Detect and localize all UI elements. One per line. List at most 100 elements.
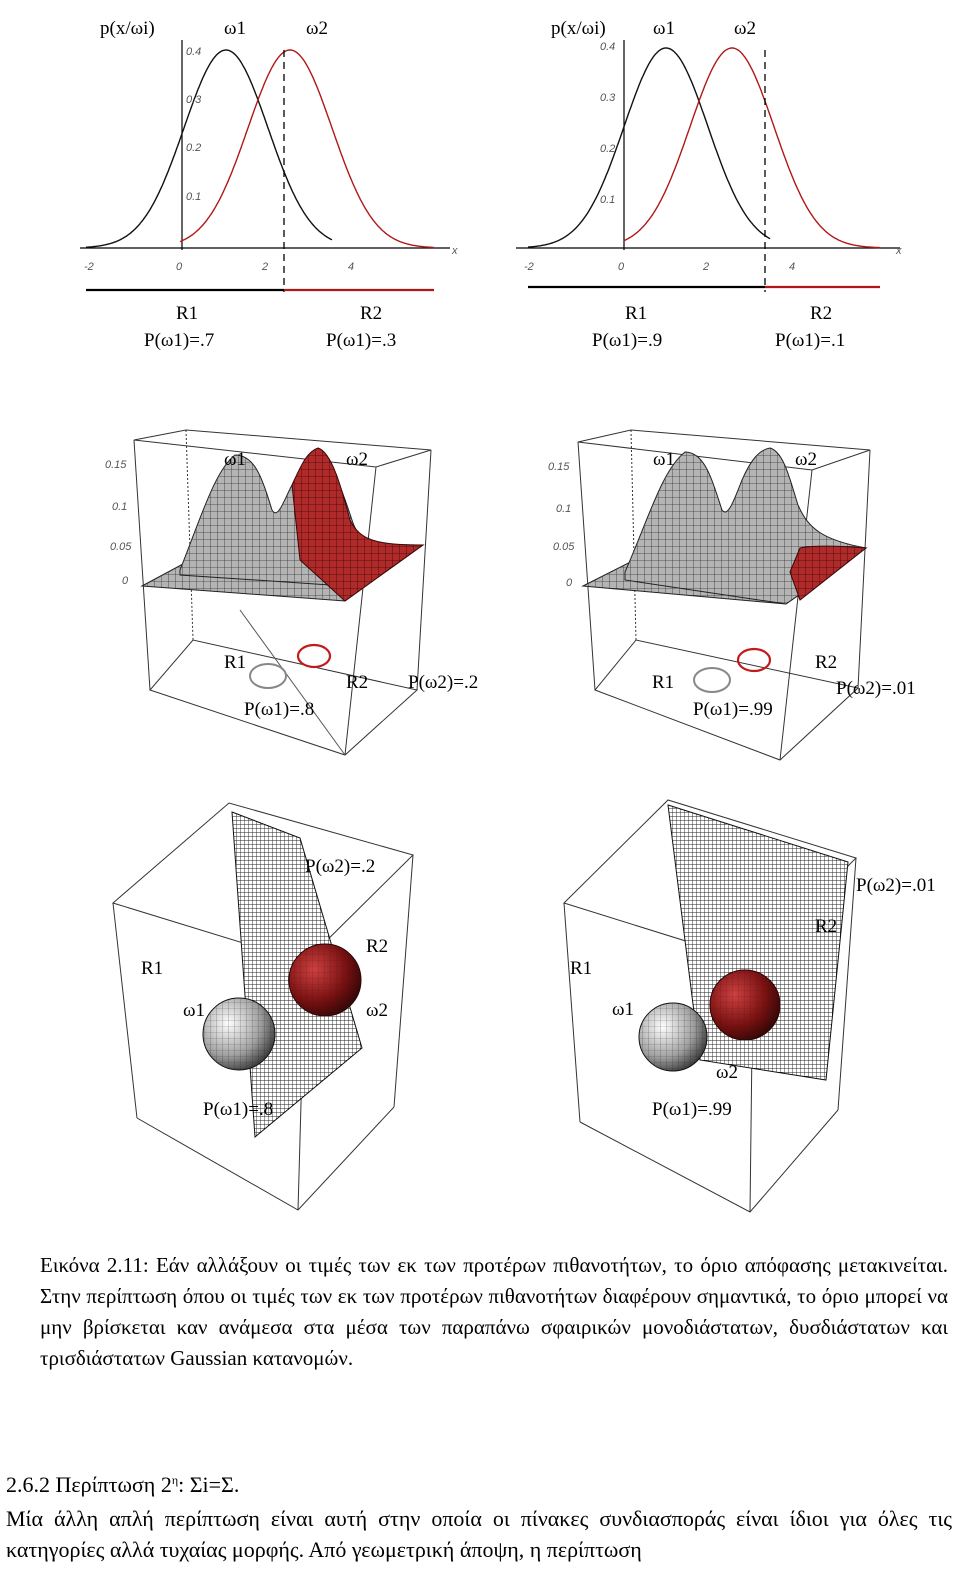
class2-label: ω2 xyxy=(366,1000,389,1021)
x-tick: 0 xyxy=(618,261,625,273)
curve-omega2 xyxy=(623,47,880,249)
y-tick: 0.3 xyxy=(600,92,616,104)
box-bottom-face xyxy=(149,639,419,756)
box-bottom xyxy=(136,1106,395,1211)
box-top-face xyxy=(133,429,432,468)
sphere-omega1-mesh xyxy=(639,1003,707,1071)
x-tick: 2 xyxy=(261,261,268,273)
prior2-label: P(ω1)=.3 xyxy=(326,330,397,351)
class1-label: ω1 xyxy=(183,1000,206,1021)
z-tick: 0.05 xyxy=(110,541,132,553)
section-formula: Σi=Σ. xyxy=(189,1472,240,1497)
section-number: 2.6.2 xyxy=(6,1472,50,1497)
panel-1d-left: 0.4 0.3 0.2 0.1 -2 0 2 4 x xyxy=(80,40,458,292)
contour-omega2 xyxy=(736,647,772,673)
prior1-label: P(ω1)=.99 xyxy=(652,1099,732,1120)
x-axis-letter: x xyxy=(451,245,458,257)
sphere-omega1-mesh xyxy=(203,998,275,1070)
class1-label: ω1 xyxy=(224,18,247,39)
class1-label: ω1 xyxy=(653,18,676,39)
x-tick: -2 xyxy=(84,261,94,273)
region-r2-label: R2 xyxy=(360,303,383,324)
region-r1-label: R1 xyxy=(652,672,675,693)
ylabel-1d-right: p(x/ωi) xyxy=(551,18,606,39)
prior2-label: P(ω2)=.2 xyxy=(408,672,479,693)
y-tick: 0.2 xyxy=(600,143,615,155)
z-tick: 0.1 xyxy=(556,503,571,515)
y-tick: 0.4 xyxy=(600,41,615,53)
contour-omega1 xyxy=(249,663,287,689)
region-r2-label: R2 xyxy=(346,672,369,693)
figure-caption: Εικόνα 2.11: Εάν αλλάξουν οι τιμές των ε… xyxy=(40,1253,948,1370)
box-edge xyxy=(837,857,857,1111)
region-r1-label: R1 xyxy=(176,303,199,324)
z-tick: 0 xyxy=(566,577,573,589)
box-edge xyxy=(857,449,871,689)
class1-label: ω1 xyxy=(653,449,676,470)
panel-3d-left xyxy=(111,802,414,1211)
prior1-label: P(ω1)=.7 xyxy=(144,330,215,351)
prior1-label: P(ω1)=.9 xyxy=(592,330,663,351)
z-tick: 0 xyxy=(122,575,129,587)
prior1-label: P(ω1)=.8 xyxy=(244,699,315,720)
class1-label: ω1 xyxy=(612,999,635,1020)
class2-label: ω2 xyxy=(795,449,818,470)
panel-3d-right xyxy=(563,799,857,1213)
class2-label: ω2 xyxy=(716,1062,739,1083)
curve-omega1 xyxy=(86,49,333,248)
z-tick: 0.15 xyxy=(548,461,570,473)
x-axis-letter: x xyxy=(895,245,902,257)
box-edge-hidden xyxy=(630,429,637,641)
prior2-label: P(ω1)=.1 xyxy=(775,330,846,351)
section-title: Περίπτωση 2 xyxy=(55,1472,172,1497)
curve-omega1 xyxy=(527,47,771,248)
y-tick: 0.4 xyxy=(186,46,201,58)
class2-label: ω2 xyxy=(734,18,757,39)
figure-2-11: 0.4 0.3 0.2 0.1 -2 0 2 4 x 0.4 0.3 0.2 0… xyxy=(80,40,902,1213)
surface-omega2-peak xyxy=(291,447,425,602)
prior1-label: P(ω1)=.8 xyxy=(203,1099,274,1120)
region-r1-label: R1 xyxy=(625,303,648,324)
ylabel-1d-left: p(x/ωi) xyxy=(100,18,155,39)
x-tick: 2 xyxy=(702,261,709,273)
region-r2-label: R2 xyxy=(810,303,833,324)
x-tick: 4 xyxy=(789,261,795,273)
curve-omega2 xyxy=(179,49,434,249)
box-edge xyxy=(112,902,138,1119)
class2-label: ω2 xyxy=(306,18,329,39)
box-bottom xyxy=(579,1109,839,1213)
prior2-label: P(ω2)=.01 xyxy=(856,875,936,896)
box-edge xyxy=(577,441,596,691)
surface-omega2-peak xyxy=(789,545,868,601)
z-tick: 0.05 xyxy=(553,541,575,553)
region-r1-label: R1 xyxy=(141,958,164,979)
panel-1d-right: 0.4 0.3 0.2 0.1 -2 0 2 4 x xyxy=(516,40,902,292)
panel-2d-left: 0.15 0.1 0.05 0 xyxy=(105,429,432,756)
region-r2-label: R2 xyxy=(366,936,389,957)
x-tick: -2 xyxy=(524,261,534,273)
box-edge-hidden xyxy=(185,429,194,641)
surface-omega1-peak xyxy=(624,447,868,605)
section-title-sup: η xyxy=(171,1473,179,1487)
sphere-omega2-mesh xyxy=(289,944,361,1016)
region-r2-label: R2 xyxy=(815,652,838,673)
prior2-label: P(ω2)=.01 xyxy=(836,678,916,699)
sphere-omega2-mesh xyxy=(710,970,780,1040)
contour-omega2 xyxy=(296,643,332,669)
x-tick: 4 xyxy=(348,261,354,273)
box-edge xyxy=(133,439,151,691)
box-edge xyxy=(344,466,377,756)
y-tick: 0.2 xyxy=(186,142,201,154)
class1-label: ω1 xyxy=(224,449,247,470)
box-edge xyxy=(393,854,414,1108)
z-tick: 0.1 xyxy=(112,501,127,513)
y-tick: 0.1 xyxy=(186,191,201,203)
contour-omega1 xyxy=(693,667,731,693)
prior2-label: P(ω2)=.2 xyxy=(305,856,376,877)
box-top-face xyxy=(577,429,871,471)
box-edge xyxy=(779,469,813,761)
class2-label: ω2 xyxy=(346,449,369,470)
region-r1-label: R1 xyxy=(570,958,593,979)
prior1-label: P(ω1)=.99 xyxy=(693,699,773,720)
region-r2-label: R2 xyxy=(815,916,838,937)
